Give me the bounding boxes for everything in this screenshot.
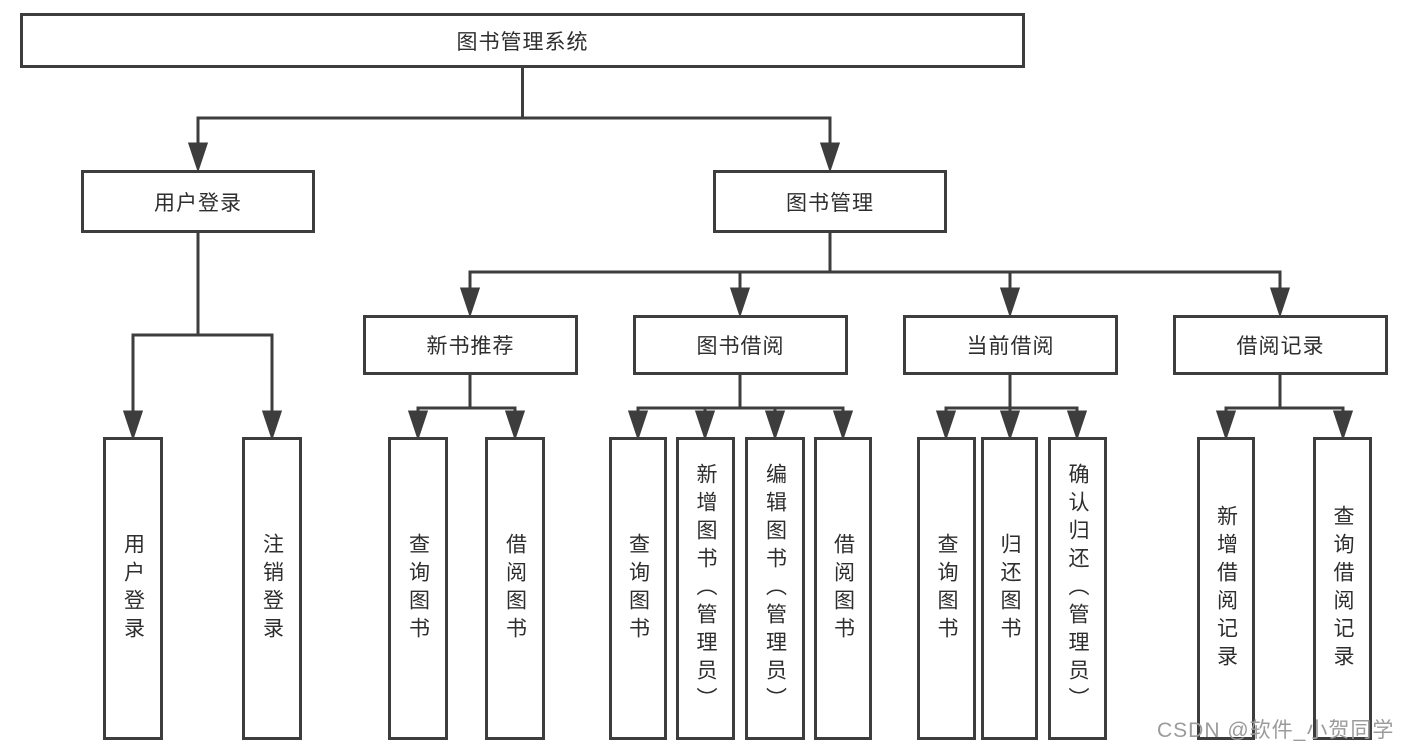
leaf-edit-book-admin: 编辑图书（管理员） — [745, 437, 805, 740]
edge-currentborrow-to-leaves — [935, 373, 1088, 441]
csdn-watermark: CSDN @软件_小贺同学 — [1157, 719, 1395, 742]
edge-bookmgmt-to-level3 — [459, 231, 1291, 318]
node-label: 当前借阅 — [966, 335, 1055, 358]
leaf-label: 查询图书 — [935, 532, 958, 645]
node-new-book-recommend: 新书推荐 — [363, 315, 578, 375]
leaf-query-books-borrow: 查询图书 — [609, 437, 667, 740]
leaf-confirm-return-admin: 确认归还（管理员） — [1048, 437, 1107, 740]
node-label: 图书借阅 — [696, 335, 785, 358]
leaf-label: 确认归还（管理员） — [1066, 462, 1089, 715]
node-label: 图书管理 — [786, 191, 874, 215]
leaf-label: 用户登录 — [121, 532, 145, 645]
edge-userlogin-to-leaves — [122, 231, 283, 441]
leaf-add-borrow-record: 新增借阅记录 — [1197, 437, 1255, 740]
leaf-query-borrow-record: 查询借阅记录 — [1313, 437, 1372, 740]
node-user-login: 用户登录 — [81, 170, 315, 233]
leaf-user-login: 用户登录 — [103, 437, 163, 740]
leaf-label: 归还图书 — [998, 532, 1021, 645]
node-book-management-system: 图书管理系统 — [20, 13, 1025, 68]
node-current-borrowing: 当前借阅 — [903, 315, 1118, 375]
leaf-label: 查询借阅记录 — [1331, 504, 1354, 673]
leaf-label: 借阅图书 — [503, 532, 527, 645]
leaf-label: 查询图书 — [406, 532, 430, 645]
edge-newbook-to-leaves — [407, 373, 526, 441]
leaf-label: 注销登录 — [260, 532, 284, 645]
node-label: 用户登录 — [154, 191, 242, 215]
edge-root-to-level2 — [187, 66, 841, 173]
leaf-query-books-current: 查询图书 — [917, 437, 976, 740]
leaf-label: 新增借阅记录 — [1214, 504, 1238, 673]
leaf-borrow-books-recommend: 借阅图书 — [485, 437, 545, 740]
leaf-return-book: 归还图书 — [981, 437, 1038, 740]
leaf-label: 查询图书 — [626, 532, 650, 645]
leaf-add-book-admin: 新增图书（管理员） — [676, 437, 735, 740]
node-label: 借阅记录 — [1236, 335, 1325, 358]
edge-borrowrecord-to-leaves — [1215, 373, 1354, 441]
node-book-borrowing: 图书借阅 — [633, 315, 848, 375]
leaf-label: 编辑图书（管理员） — [763, 462, 787, 715]
node-label: 图书管理系统 — [456, 30, 589, 54]
leaf-query-books-recommend: 查询图书 — [388, 437, 448, 740]
leaf-logout: 注销登录 — [242, 437, 302, 740]
node-label: 新书推荐 — [426, 335, 515, 358]
edge-bookborrow-to-leaves — [627, 373, 854, 441]
node-borrowing-records: 借阅记录 — [1173, 315, 1388, 375]
node-book-management: 图书管理 — [713, 170, 947, 233]
leaf-label: 借阅图书 — [831, 532, 855, 645]
leaf-borrow-books: 借阅图书 — [814, 437, 872, 740]
leaf-label: 新增图书（管理员） — [694, 462, 717, 715]
